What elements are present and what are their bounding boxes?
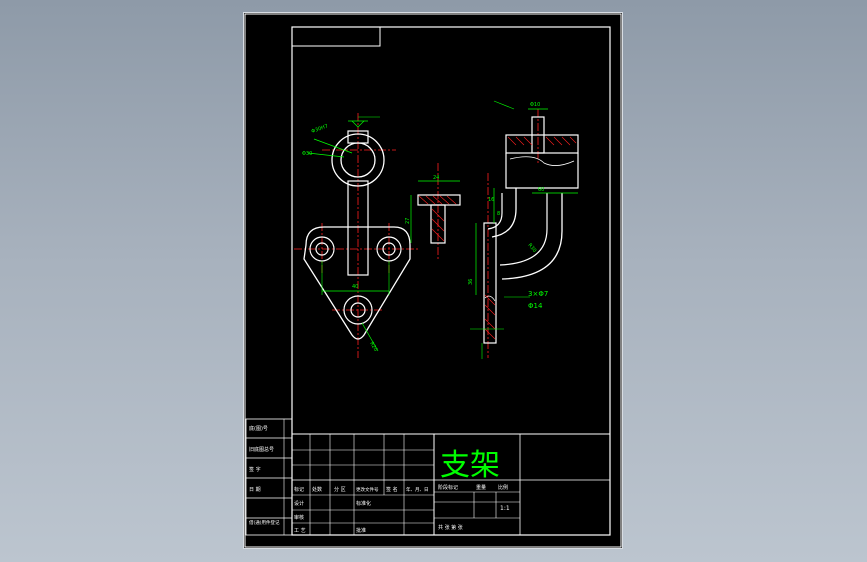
dim-r20: R20 — [368, 341, 378, 353]
tb-scale-label: 比例 — [498, 484, 508, 491]
tb-design: 设计 — [294, 500, 304, 507]
tb-stage: 阶段标记 — [438, 484, 458, 491]
side-label-3: 日 期 — [249, 487, 261, 493]
dim-vert-36: 36 — [468, 279, 474, 285]
dim-bend-r: R30 — [526, 242, 537, 253]
outer-frame — [244, 13, 622, 548]
tb-zone: 分 区 — [334, 486, 346, 493]
t-section-view: 24 27 — [405, 163, 461, 261]
tb-weight: 重量 — [476, 484, 486, 491]
dim-top-small: Φ10 — [530, 102, 540, 108]
dim-d-circle: Φ30 — [302, 151, 312, 157]
dim-t-height: 27 — [405, 218, 411, 224]
tb-mark: 标记 — [294, 486, 304, 493]
side-label-0: 底(图)号 — [249, 425, 268, 432]
drawing-canvas: 40 Φ30H7 Φ30 R20 24 27 — [244, 13, 622, 548]
title-block: 支架 标记 处数 分 区 更改文件号 签 名 年、月、日 设计 标准化 审核 工… — [291, 433, 611, 536]
tb-sheets: 共 张 第 张 — [438, 524, 463, 531]
dim-bottom-label1: 3×Φ7 — [528, 290, 548, 298]
dim-bottom-label2: Φ14 — [528, 302, 543, 310]
side-label-1: 旧底图总号 — [249, 446, 274, 453]
side-view: Φ10 16 8 60 R30 36 3×Φ7 Φ14 — [468, 100, 579, 359]
side-label-4: 借(通)用件登记 — [249, 519, 280, 526]
tb-sign: 签 名 — [386, 486, 398, 493]
part-name: 支架 — [440, 448, 500, 483]
tb-process: 工 艺 — [294, 528, 306, 534]
code-box — [291, 26, 381, 47]
drawing-sheet: 40 Φ30H7 Φ30 R20 24 27 — [244, 13, 622, 548]
dim-side-16: 16 — [488, 197, 494, 203]
side-label-strip: 底(图)号 旧底图总号 签 字 日 期 借(通)用件登记 — [245, 418, 293, 536]
tb-standard: 标准化 — [356, 500, 371, 507]
dim-tol1: Φ30H7 — [311, 123, 329, 135]
dim-40: 40 — [352, 284, 358, 290]
dim-side-60: 60 — [538, 187, 544, 193]
dim-t-top: 24 — [433, 175, 439, 181]
main-view: 40 Φ30H7 Φ30 R20 — [294, 113, 419, 358]
side-label-2: 签 字 — [249, 466, 261, 473]
tb-approve: 批准 — [356, 527, 366, 534]
tb-doc: 更改文件号 — [356, 486, 379, 493]
tb-review: 审核 — [294, 514, 304, 521]
dim-side-8: 8 — [497, 211, 500, 217]
tb-date: 年、月、日 — [406, 486, 429, 493]
tb-scale-value: 1:1 — [500, 505, 510, 512]
tb-count: 处数 — [312, 486, 322, 493]
